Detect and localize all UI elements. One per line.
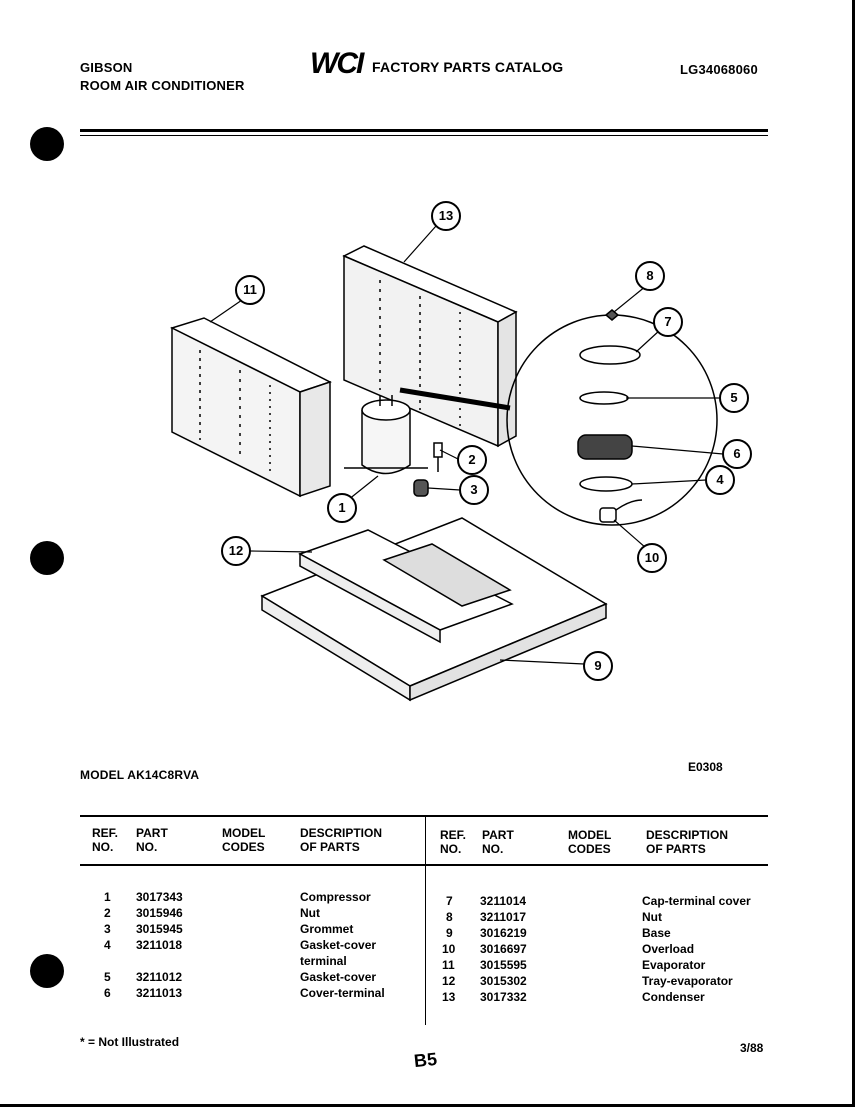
brand-line-2: ROOM AIR CONDITIONER	[80, 78, 245, 93]
callout-4: 4	[716, 472, 724, 487]
evaporator-tray	[298, 529, 514, 644]
left-row-4-desc-line2: terminal	[300, 954, 347, 968]
figure-code: E0308	[688, 760, 723, 774]
right-row-3-part: 3016219	[480, 926, 527, 940]
callout-11: 11	[243, 282, 257, 297]
right-row-4-ref: 10	[442, 942, 456, 956]
left-row-2-ref: 2	[104, 906, 111, 920]
left-row-6-part: 3211013	[136, 986, 183, 1000]
page-border-right	[852, 0, 855, 1106]
callout-2: 2	[468, 452, 476, 467]
right-row-7-part: 3017332	[480, 990, 527, 1004]
left-row-5-part: 3211012	[136, 970, 183, 984]
callout-7: 7	[664, 314, 672, 329]
table-top-rule	[80, 815, 768, 817]
right-row-1-part: 3211014	[480, 894, 527, 908]
footnote-not-illustrated: * = Not Illustrated	[80, 1035, 180, 1049]
hdr-ref-right: REF.NO.	[440, 828, 467, 856]
left-row-3-desc: Grommet	[300, 922, 354, 936]
evaporator-coil	[170, 317, 332, 498]
model-label: MODEL AK14C8RVA	[80, 768, 200, 782]
table-center-divider	[425, 815, 426, 1025]
left-row-2-part: 3015946	[136, 906, 183, 920]
right-row-7-desc: Condenser	[642, 990, 705, 1004]
revision-date: 3/88	[740, 1041, 764, 1055]
callout-8: 8	[646, 268, 654, 283]
left-row-4-ref: 4	[104, 938, 111, 952]
right-row-6-ref: 12	[442, 974, 456, 988]
right-row-7-ref: 13	[442, 990, 456, 1004]
right-row-2-ref: 8	[446, 910, 453, 924]
header-rule-thick	[80, 129, 768, 132]
callout-1: 1	[338, 500, 346, 515]
catalog-title: FACTORY PARTS CATALOG	[372, 59, 564, 75]
right-row-5-ref: 11	[442, 958, 455, 972]
right-row-2-desc: Nut	[642, 910, 662, 924]
callout-9: 9	[594, 658, 602, 673]
callout-13: 13	[438, 208, 454, 223]
compressor	[344, 387, 511, 475]
left-row-5-desc: Gasket-cover	[300, 970, 377, 984]
callout-6: 6	[733, 446, 741, 461]
nut-and-grommet	[413, 442, 443, 497]
punch-hole-bottom	[30, 954, 64, 988]
callout-3: 3	[470, 482, 478, 497]
right-row-3-ref: 9	[446, 926, 453, 940]
table-header-rule	[80, 864, 768, 866]
left-row-3-ref: 3	[104, 922, 111, 936]
hdr-ref-left: REF.NO.	[92, 826, 119, 854]
punch-hole-middle	[30, 541, 64, 575]
callouts	[221, 201, 752, 681]
punch-hole-top	[30, 127, 64, 161]
right-row-6-part: 3015302	[480, 974, 527, 988]
right-row-1-ref: 7	[446, 894, 453, 908]
right-row-4-part: 3016697	[480, 942, 527, 956]
right-row-6-desc: Tray-evaporator	[642, 974, 733, 988]
right-row-3-desc: Base	[642, 926, 671, 940]
exploded-parts-diagram	[170, 201, 752, 702]
left-row-4-desc: Gasket-cover	[300, 938, 377, 952]
callout-10: 10	[644, 550, 660, 565]
left-row-4-part: 3211018	[136, 938, 183, 952]
left-row-1-desc: Compressor	[300, 890, 371, 904]
callout-5: 5	[730, 390, 738, 405]
right-row-4-desc: Overload	[642, 942, 695, 956]
left-row-3-part: 3015945	[136, 922, 183, 936]
terminal-cover-parts	[577, 309, 643, 523]
left-row-6-ref: 6	[104, 986, 111, 1000]
page-border-bottom	[0, 1104, 855, 1107]
left-row-1-ref: 1	[104, 890, 111, 904]
catalog-code: LG34068060	[680, 62, 758, 77]
wci-logo: WCI	[310, 48, 368, 80]
right-row-1-desc: Cap-terminal cover	[642, 894, 751, 908]
right-row-5-part: 3015595	[480, 958, 527, 972]
left-row-6-desc: Cover-terminal	[300, 986, 385, 1000]
left-row-2-desc: Nut	[300, 906, 320, 920]
page-number: B5	[412, 1048, 438, 1072]
right-row-5-desc: Evaporator	[642, 958, 706, 972]
right-row-2-part: 3211017	[480, 910, 527, 924]
callout-12: 12	[228, 543, 244, 558]
header-rule-thin	[80, 135, 768, 136]
left-row-1-part: 3017343	[136, 890, 183, 904]
left-row-5-ref: 5	[104, 970, 111, 984]
wci-logo-text: WCI	[310, 47, 364, 80]
brand-line-1: GIBSON	[80, 60, 133, 75]
